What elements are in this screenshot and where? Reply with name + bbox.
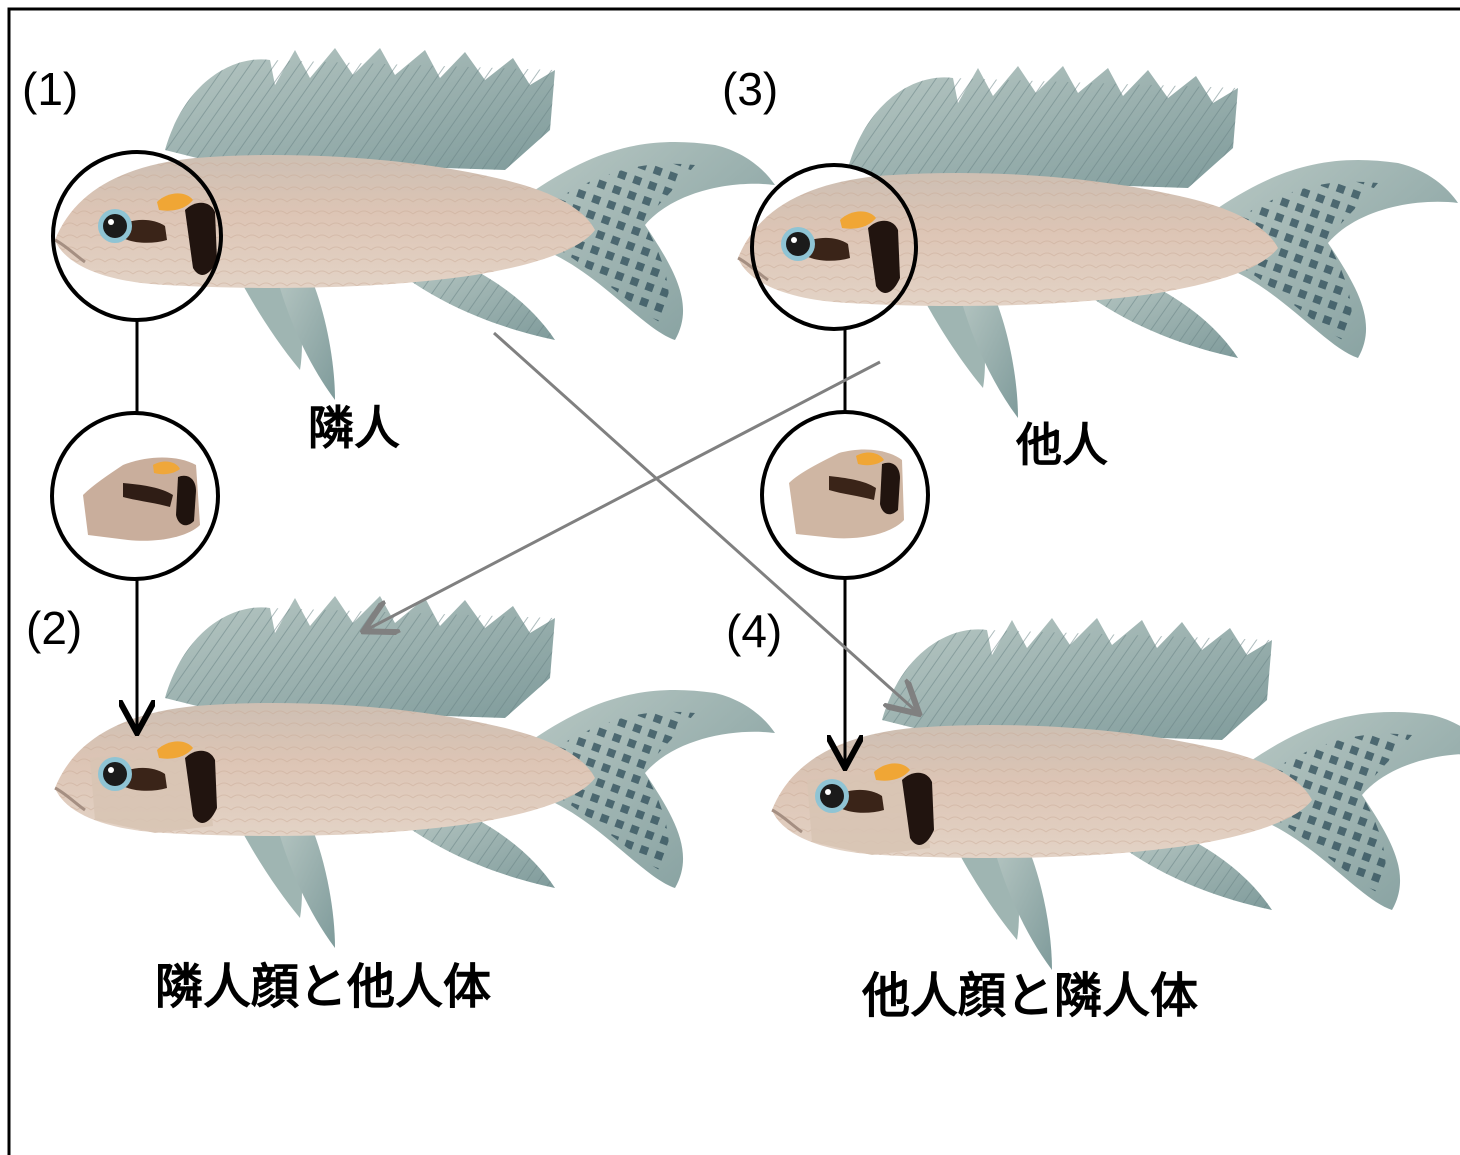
- panel-label-4: (4): [726, 608, 782, 654]
- caption-stranger: 他人: [1016, 422, 1108, 468]
- panel-label-2: (2): [26, 605, 82, 651]
- fish-neighbor: [55, 48, 775, 400]
- panel-label-1: (1): [22, 66, 78, 112]
- caption-stranger-face-neighbor-body: 他人顔と隣人体: [862, 972, 1198, 1020]
- caption-neighbor-face-stranger-body: 隣人顔と他人体: [155, 963, 491, 1011]
- fish-stranger-face-neighbor-body: [772, 618, 1460, 970]
- fish-neighbor-face-stranger-body: [55, 596, 775, 948]
- panel-label-3: (3): [722, 66, 778, 112]
- caption-neighbor: 隣人: [308, 405, 400, 451]
